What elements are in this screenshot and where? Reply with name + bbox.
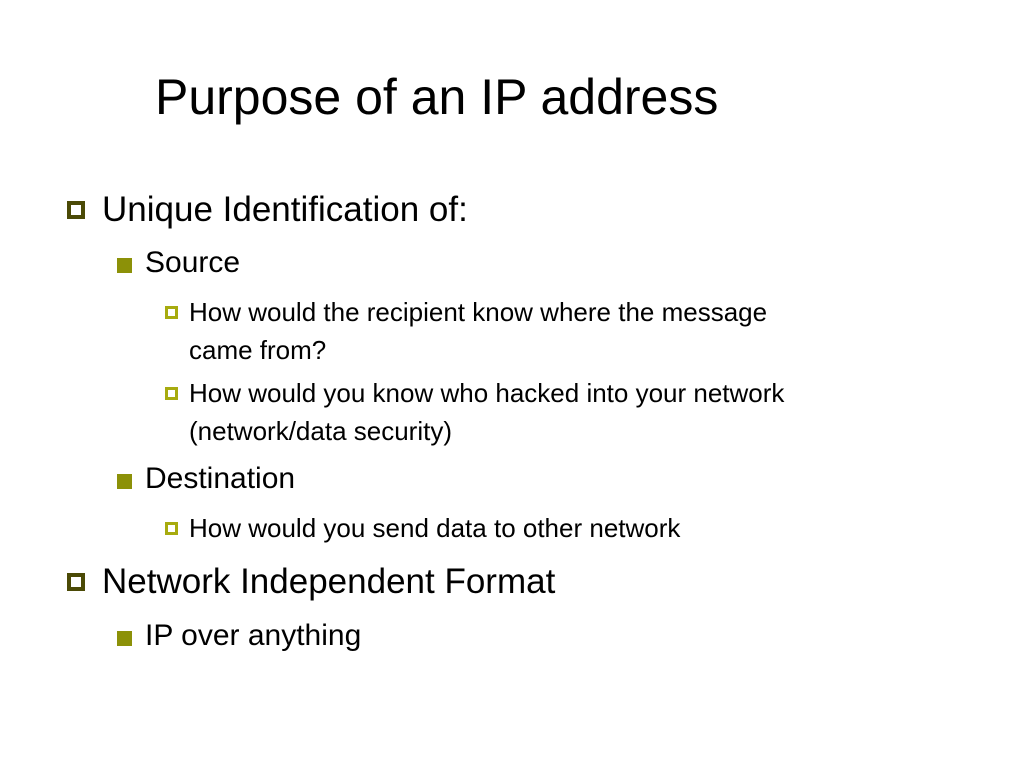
bullet-level2-ip-over-anything: IP over anything: [145, 619, 362, 652]
bullet-level3-recipient-line2: came from?: [189, 335, 327, 365]
bullet-level1-network-independent-format: Network Independent Format: [102, 562, 556, 601]
slide-title: Purpose of an IP address: [155, 69, 719, 125]
small-hollow-square-bullet-icon: [165, 387, 178, 400]
filled-square-bullet-icon: [117, 258, 132, 273]
small-hollow-square-bullet-icon: [165, 522, 178, 535]
bullet-level2-destination: Destination: [145, 462, 296, 495]
hollow-square-bullet-icon: [67, 573, 85, 591]
small-hollow-square-bullet-icon: [165, 306, 178, 319]
bullet-level3-hacked-line1: How would you know who hacked into your …: [189, 378, 785, 408]
filled-square-bullet-icon: [117, 631, 132, 646]
hollow-square-bullet-icon: [67, 201, 85, 219]
bullet-level3-send-data: How would you send data to other network: [189, 513, 681, 543]
filled-square-bullet-icon: [117, 474, 132, 489]
bullet-level3-recipient-line1: How would the recipient know where the m…: [189, 297, 768, 327]
bullet-level1-unique-identification: Unique Identification of:: [102, 190, 468, 229]
bullet-level3-hacked-line2: (network/data security): [189, 416, 452, 446]
bullet-level2-source: Source: [145, 246, 241, 279]
